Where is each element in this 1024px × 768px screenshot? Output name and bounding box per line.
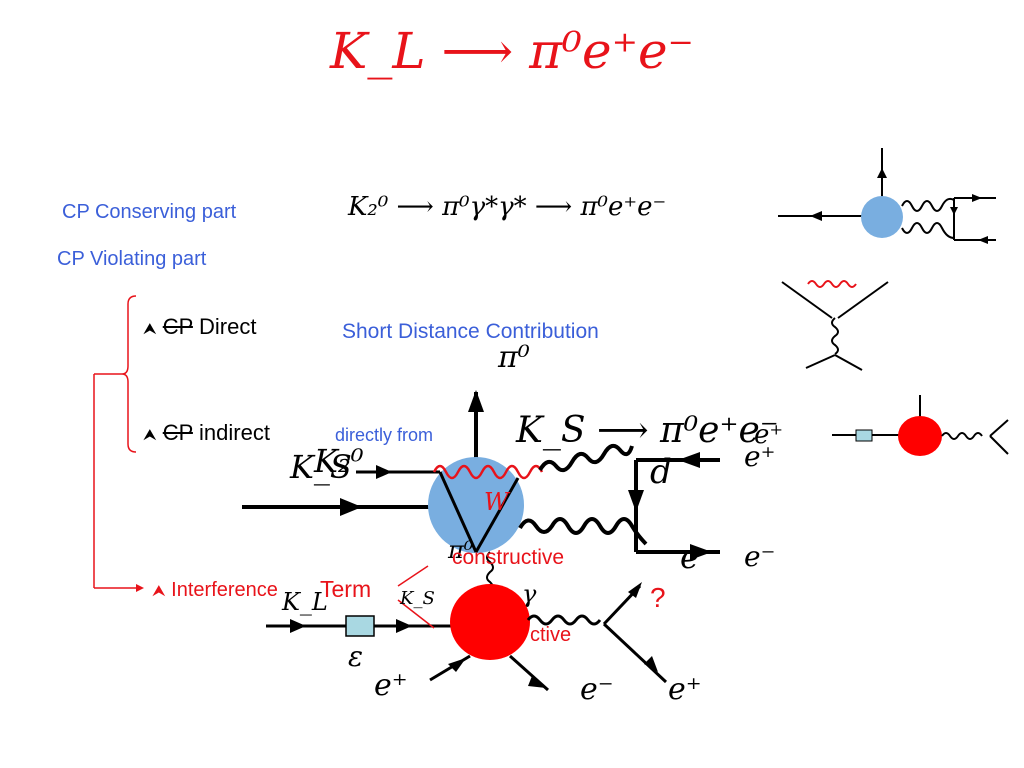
label-pi0-mid: π⁰ xyxy=(448,536,474,564)
label-e-minus-bottom: e⁻ xyxy=(580,672,614,707)
label-ks-small: K_S xyxy=(400,588,435,609)
label-e-minus-mid: e⁻ xyxy=(680,538,716,576)
label-constructive: constructive xyxy=(452,546,565,569)
cp-violating-label: CP Violating part xyxy=(57,248,207,270)
arrow-icon: ⮝ xyxy=(143,427,157,444)
bullet-cp-conserving: CP Conserving part xyxy=(62,201,236,224)
label-w: W xyxy=(484,488,509,516)
cp-slashed: CP xyxy=(162,420,193,445)
short-distance-label: Short Distance Contribution xyxy=(342,320,599,343)
cp-conserving-label: CP Conserving part xyxy=(62,201,237,223)
label-e-plus-bottom-left: e⁺ xyxy=(374,668,408,703)
item-cp-indirect: ⮝ CP indirect xyxy=(143,420,270,446)
diagram-main xyxy=(242,390,720,692)
equation-k2-decay: K₂⁰ ⟶ π⁰γ*γ* ⟶ π⁰e⁺e⁻ xyxy=(348,192,667,222)
direct-label: Direct xyxy=(192,314,257,339)
label-pi0-top: π⁰ xyxy=(498,340,530,375)
blue-blob-large xyxy=(428,457,524,553)
indirect-label: indirect xyxy=(192,420,270,445)
term-label: Term xyxy=(320,576,372,602)
cp-slashed: CP xyxy=(162,314,193,339)
item-cp-direct: ⮝ CP Direct xyxy=(143,314,256,340)
arrow-icon: ⮝ xyxy=(143,321,157,338)
label-k2-0: K₂⁰ xyxy=(314,442,364,480)
label-kl: K_L xyxy=(282,588,328,616)
diagram-short-distance xyxy=(781,280,889,371)
label-question: ? xyxy=(650,582,666,613)
red-blob-large xyxy=(450,584,530,660)
bracket xyxy=(93,295,144,592)
red-blob-small xyxy=(898,416,942,456)
equation-ks-decay: K_S ⟶ π⁰e⁺e⁻ xyxy=(516,410,779,451)
bullet-cp-violating: CP Violating part xyxy=(57,248,206,271)
label-e-plus-top: e⁺ xyxy=(744,440,776,473)
arrow-icon: ⮝ xyxy=(152,583,166,600)
label-gamma: γ xyxy=(522,580,537,608)
slide-title: K_L ⟶ π⁰e⁺e⁻ xyxy=(330,22,694,80)
item-interference: ⮝ Interference xyxy=(152,579,278,602)
label-d: d xyxy=(650,452,672,492)
label-e-plus-bottom-right: e⁺ xyxy=(668,672,702,707)
label-e-plus-top2: e⁺ xyxy=(754,420,784,450)
directly-from-label: directly from xyxy=(335,425,434,445)
label-epsilon: ε xyxy=(348,640,364,673)
interference-label: Interference xyxy=(171,579,278,601)
label-ks-left: K_S xyxy=(290,448,352,486)
label-e-minus-mid2: e⁻ xyxy=(744,540,776,573)
diagram-two-photon xyxy=(778,148,996,244)
label-ctive: ctive xyxy=(530,624,572,646)
blue-blob-small xyxy=(861,196,903,238)
diagram-ks-blob xyxy=(832,395,1009,456)
